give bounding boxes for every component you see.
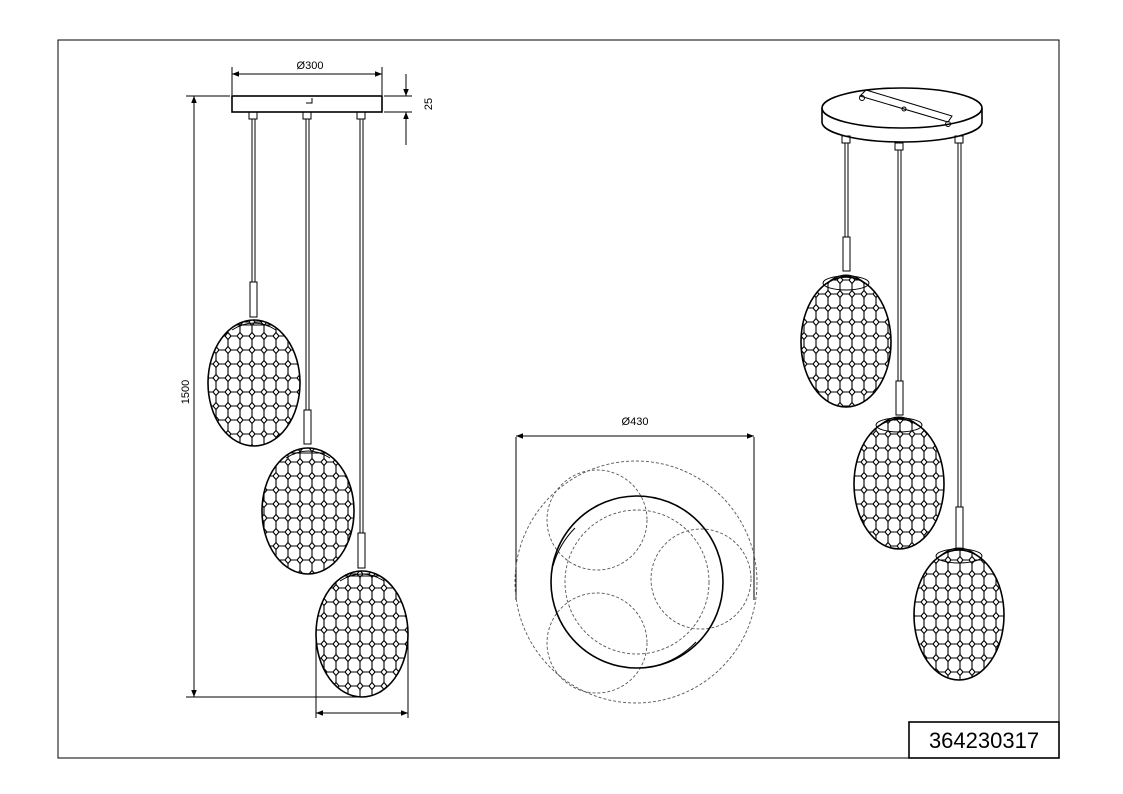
top-view: Ø430	[514, 416, 758, 704]
shade-perspective-2	[853, 416, 945, 550]
canopy-height-label: 25	[423, 98, 435, 110]
canopy-diameter-label: Ø300	[297, 60, 324, 72]
part-number-box	[908, 721, 1060, 759]
shade-perspective-3	[913, 547, 1005, 681]
canopy-top	[550, 495, 724, 669]
canopy-front	[231, 95, 383, 113]
shade-front-3	[315, 570, 409, 698]
overall-height-label: 1500	[180, 380, 192, 404]
perspective-view	[800, 87, 1005, 681]
drawing-frame	[57, 39, 1060, 759]
shade-front-1	[207, 319, 301, 447]
part-number: 364230317	[929, 728, 1039, 753]
front-view: Ø300 25 1500	[180, 60, 435, 718]
spread-diameter-label: Ø430	[622, 416, 649, 428]
shade-perspective-1	[800, 274, 892, 408]
shade-front-2	[261, 447, 355, 575]
